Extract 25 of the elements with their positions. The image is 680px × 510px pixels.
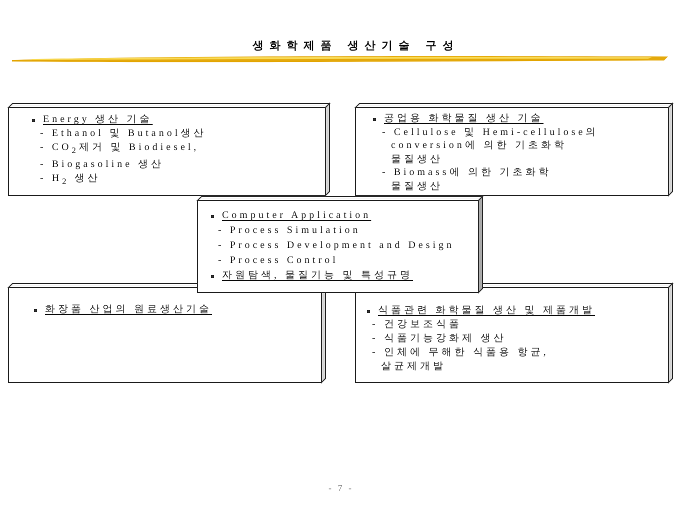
list-heading: Energy 생산 기술 (43, 113, 153, 127)
list-item: - 식품기능강화제 생산 (372, 332, 506, 346)
list-item: - CO$_{2}$제거 및 Biodiesel, (40, 141, 200, 157)
title: 생화학제품 생산기술 구성 (252, 39, 460, 53)
list-item: - Ethanol 및 Butanol생산 (40, 127, 207, 141)
text-box (355, 103, 673, 196)
list-item: - Process Development and Design (218, 239, 455, 253)
text-box (8, 103, 330, 196)
list-item: - Cellulose 및 Hemi-cellulose의 conversion에 의한 기초화학 물질생산 (382, 126, 600, 166)
text-box (8, 283, 326, 383)
list-heading: 식품관련 화학물질 생산 및 제품개발 (378, 304, 595, 318)
list-item: - 건강보조식품 (372, 318, 462, 332)
list-item: - 인체에 무해한 식품용 항균, 살균제개발 (372, 346, 550, 374)
list-heading: 화장품 산업의 원료생산기술 (45, 303, 212, 317)
list-item: - H$_{2}$ 생산 (40, 172, 101, 188)
list-item: - Biomass에 의한 기초화학 물질생산 (382, 166, 552, 193)
list-heading: 자원탐색, 물질기능 및 특성규명 (222, 269, 413, 283)
text-box (197, 196, 483, 293)
text-box (355, 283, 673, 383)
list-heading: Computer Application (222, 209, 372, 223)
list-item: - Biogasoline 생산 (40, 158, 164, 172)
list-heading: 공업용 화학물질 생산 기술 (384, 112, 544, 126)
page-number: - 7 - (328, 482, 354, 494)
list-item: - Process Simulation (218, 224, 361, 238)
list-item: - Process Control (218, 254, 338, 268)
